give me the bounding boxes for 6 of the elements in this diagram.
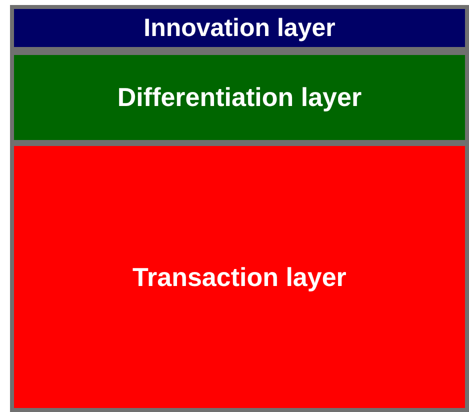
- layer-label: Innovation layer: [144, 14, 336, 42]
- layer-band: [14, 55, 465, 140]
- layer-label: Transaction layer: [132, 262, 346, 292]
- layer-label: Differentiation layer: [117, 82, 362, 113]
- layer-band: [14, 9, 465, 47]
- layer-band: [14, 146, 465, 408]
